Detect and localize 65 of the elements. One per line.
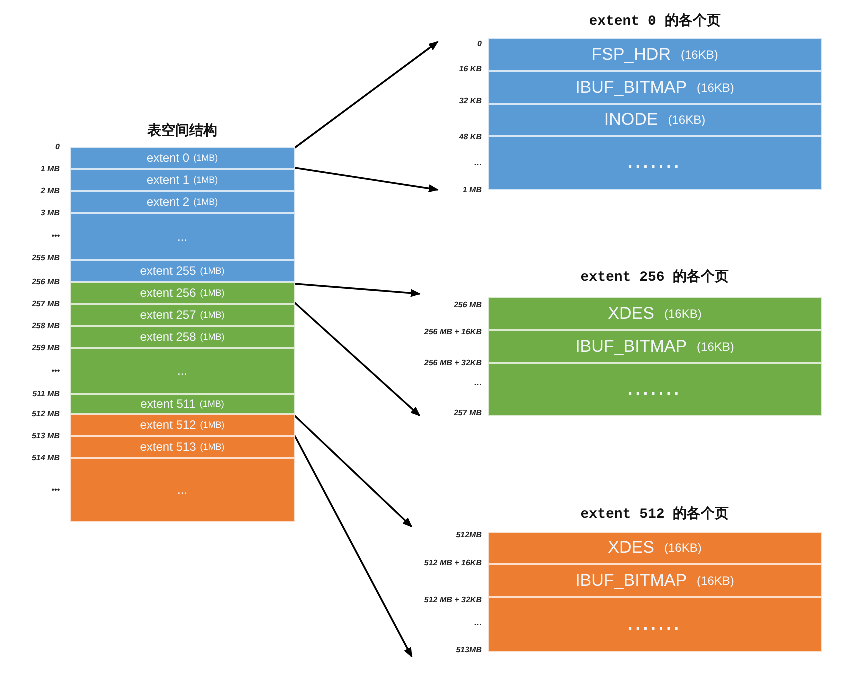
extent-row: extent 1 (1MB) bbox=[70, 169, 295, 191]
extent-row: IBUF_BITMAP (16KB) bbox=[488, 564, 822, 597]
extent-row: extent 2 (1MB) bbox=[70, 191, 295, 213]
ellipsis-row: ....... bbox=[488, 363, 822, 416]
arrow bbox=[294, 415, 413, 528]
offset-label: 256 MB bbox=[32, 278, 60, 286]
offset-label: 256 MB + 32KB bbox=[424, 358, 482, 368]
offset-label: 257 MB bbox=[32, 300, 60, 308]
offset-label: 512MB bbox=[456, 530, 482, 540]
extent-row: extent 255 (1MB) bbox=[70, 260, 295, 282]
arrow bbox=[294, 436, 413, 658]
offset-label: 513 MB bbox=[32, 432, 60, 440]
offset-label: 0 bbox=[478, 40, 482, 48]
ellipsis-row: ....... bbox=[488, 597, 822, 652]
extent-row: extent 257 (1MB) bbox=[70, 304, 295, 326]
offset-label: 512 MB + 16KB bbox=[424, 558, 482, 568]
offset-label: 513MB bbox=[456, 646, 482, 654]
offset-label: 511 MB bbox=[32, 390, 60, 398]
extent-row: extent 258 (1MB) bbox=[70, 326, 295, 348]
arrow bbox=[294, 283, 421, 298]
offset-label: ··· bbox=[474, 380, 482, 390]
extent-row: FSP_HDR (16KB) bbox=[488, 38, 822, 71]
panel-title: extent 256 的各个页 bbox=[580, 268, 730, 286]
offset-label: ••• bbox=[52, 486, 60, 494]
arrow bbox=[294, 302, 421, 417]
offset-label: ••• bbox=[52, 366, 60, 376]
panel-title: extent 512 的各个页 bbox=[580, 505, 730, 523]
offset-label: 257 MB bbox=[454, 408, 482, 418]
arrow bbox=[294, 41, 439, 149]
ellipsis-row: ... bbox=[70, 348, 295, 394]
extent-row: extent 512 (1MB) bbox=[70, 414, 295, 436]
offset-label: 255 MB bbox=[32, 254, 60, 262]
arrow bbox=[294, 167, 439, 193]
extent-row: extent 511 (1MB) bbox=[70, 394, 295, 414]
offset-label: 256 MB bbox=[454, 300, 482, 310]
extent-row: extent 0 (1MB) bbox=[70, 147, 295, 169]
offset-label: 512 MB + 32KB bbox=[424, 596, 482, 604]
panel-title: extent 0 的各个页 bbox=[588, 12, 722, 30]
offset-label: ··· bbox=[474, 620, 482, 630]
offset-label: 2 MB bbox=[40, 186, 60, 196]
extent-row: XDES (16KB) bbox=[488, 532, 822, 564]
offset-label: 256 MB + 16KB bbox=[424, 328, 482, 336]
offset-label: 16 KB bbox=[459, 64, 482, 74]
offset-label: ••• bbox=[52, 232, 60, 240]
offset-label: 48 KB bbox=[459, 132, 482, 142]
offset-label: 258 MB bbox=[32, 322, 60, 330]
extent-row: XDES (16KB) bbox=[488, 297, 822, 330]
offset-label: 514 MB bbox=[32, 454, 60, 462]
ellipsis-row: ....... bbox=[488, 136, 822, 190]
offset-label: 1 MB bbox=[462, 186, 482, 194]
offset-label: 259 MB bbox=[32, 344, 60, 352]
extent-row: extent 513 (1MB) bbox=[70, 436, 295, 458]
extent-row: IBUF_BITMAP (16KB) bbox=[488, 71, 822, 104]
panel-title: 表空间结构 bbox=[146, 122, 218, 140]
extent-row: INODE (16KB) bbox=[488, 104, 822, 136]
ellipsis-row: ... bbox=[70, 213, 295, 260]
offset-label: 1 MB bbox=[40, 164, 60, 174]
offset-label: 3 MB bbox=[40, 208, 60, 218]
ellipsis-row: ... bbox=[70, 458, 295, 522]
offset-label: ··· bbox=[474, 160, 482, 170]
offset-label: 32 KB bbox=[459, 96, 482, 106]
offset-label: 0 bbox=[56, 142, 60, 152]
extent-row: IBUF_BITMAP (16KB) bbox=[488, 330, 822, 363]
extent-row: extent 256 (1MB) bbox=[70, 282, 295, 304]
offset-label: 512 MB bbox=[32, 410, 60, 418]
